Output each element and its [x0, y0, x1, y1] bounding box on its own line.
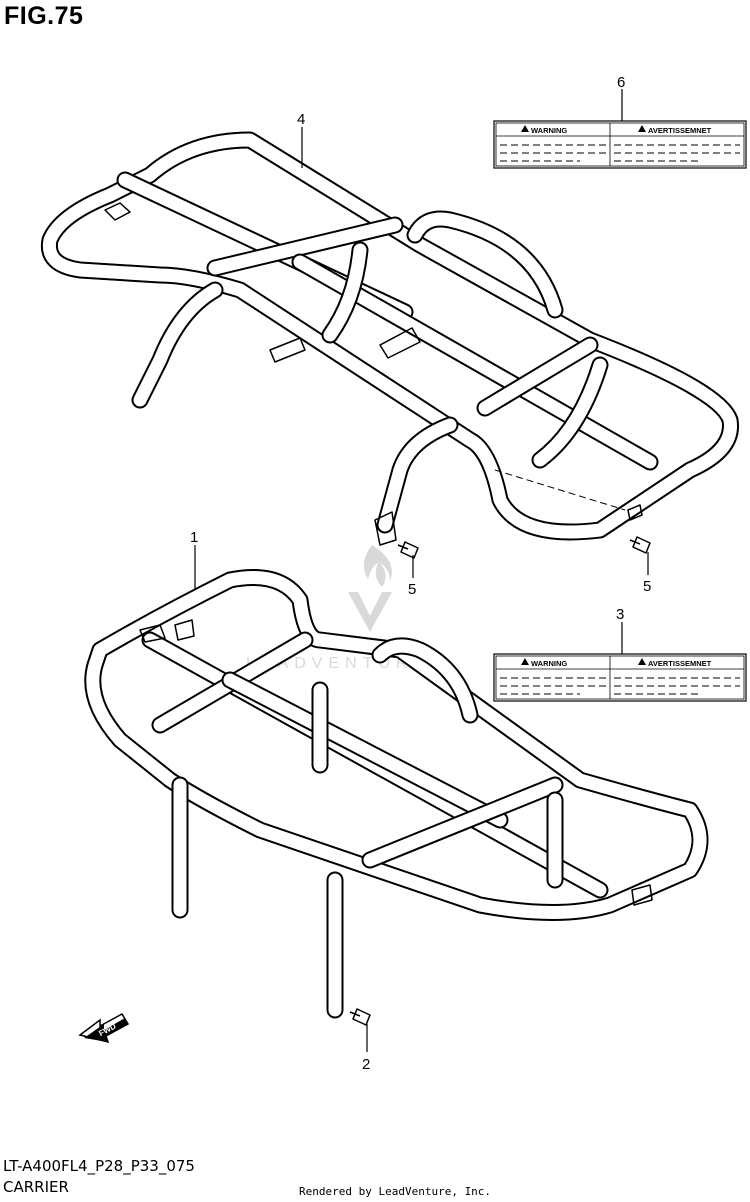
- fwd-arrow-icon: FWD: [78, 1012, 130, 1044]
- callout-4[interactable]: 4: [297, 111, 305, 128]
- rear-carrier-4[interactable]: [40, 131, 739, 546]
- lower-avertissement-triangle-icon: [638, 658, 646, 665]
- lower-label-avertissement-text: AVERTISSEMNET: [648, 659, 712, 668]
- figure-title: FIG.75: [4, 2, 84, 30]
- callouts: 4 6 5 5 1 3 2: [190, 74, 651, 1073]
- callout-2[interactable]: 2: [362, 1056, 370, 1073]
- figure-name: CARRIER: [3, 1178, 69, 1196]
- warning-label-6[interactable]: WARNING AVERTISSEMNET: [493, 120, 747, 169]
- front-carrier-1[interactable]: [84, 569, 709, 1019]
- bolt-2[interactable]: [349, 1008, 371, 1026]
- warning-label-3[interactable]: WARNING AVERTISSEMNET: [493, 653, 747, 702]
- callout-3[interactable]: 3: [616, 606, 624, 623]
- bolt-5-left[interactable]: [397, 541, 419, 559]
- callout-6[interactable]: 6: [617, 74, 625, 91]
- callout-1[interactable]: 1: [190, 529, 198, 546]
- figure-code: LT-A400FL4_P28_P33_075: [3, 1157, 195, 1175]
- upper-warning-triangle-icon: [521, 125, 529, 132]
- upper-label-avertissement-text: AVERTISSEMNET: [648, 126, 712, 135]
- upper-avertissement-triangle-icon: [638, 125, 646, 132]
- bolt-5-right[interactable]: [629, 536, 651, 554]
- upper-label-warning-text: WARNING: [531, 126, 567, 135]
- callout-5-left[interactable]: 5: [408, 581, 416, 598]
- callout-5-right[interactable]: 5: [643, 578, 651, 595]
- lower-label-warning-text: WARNING: [531, 659, 567, 668]
- lower-warning-triangle-icon: [521, 658, 529, 665]
- render-credit: Rendered by LeadVenture, Inc.: [299, 1185, 492, 1198]
